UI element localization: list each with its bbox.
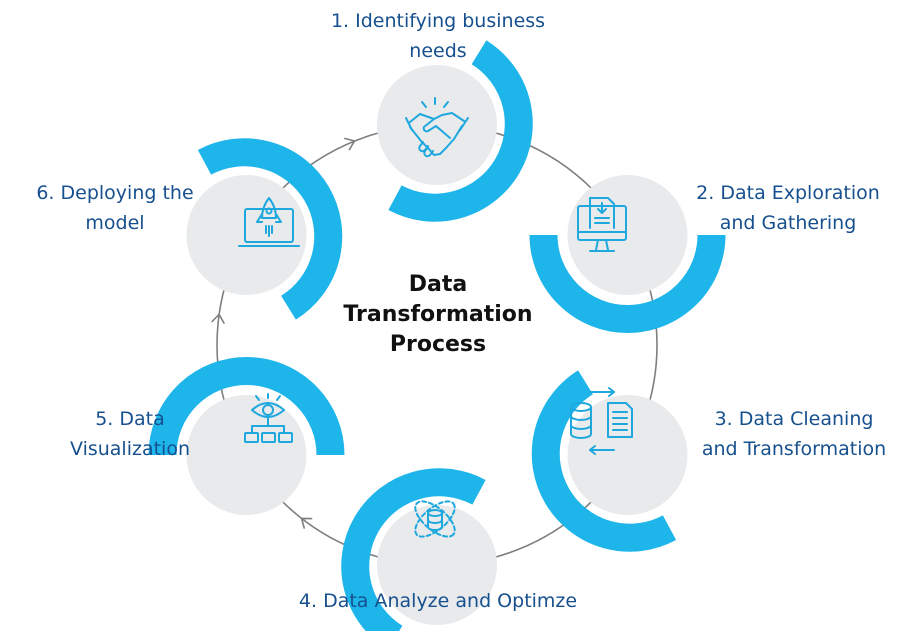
step-node bbox=[186, 175, 307, 295]
laptop-rocket-icon bbox=[238, 197, 300, 247]
diagram-title: Data Transformation Process bbox=[318, 270, 558, 360]
step-label-line: and Transformation bbox=[701, 438, 887, 460]
step-label-line: 5. Data bbox=[95, 408, 165, 430]
accent-band bbox=[388, 40, 533, 222]
title-line: Transformation bbox=[343, 302, 533, 327]
step-label-cleaning: 3. Data Cleaning and Transformation bbox=[674, 404, 914, 464]
step-label-deploying: 6. Deploying the model bbox=[10, 178, 220, 238]
step-label-line: 6. Deploying the bbox=[36, 182, 194, 204]
accent-band bbox=[531, 370, 677, 552]
accent-band bbox=[197, 138, 343, 320]
step-label-line: 2. Data Exploration bbox=[696, 182, 880, 204]
step-node bbox=[377, 505, 497, 625]
step-label-analyze: 4. Data Analyze and Optimze bbox=[258, 586, 618, 616]
accent-band bbox=[529, 234, 726, 333]
accent-band bbox=[341, 468, 486, 631]
step-node bbox=[567, 395, 688, 515]
title-line: Process bbox=[389, 332, 487, 357]
step-label-line: and Gathering bbox=[719, 212, 857, 234]
step-label-line: Visualization bbox=[69, 438, 190, 460]
step-label-line: 3. Data Cleaning bbox=[714, 408, 874, 430]
database-document-exchange-icon bbox=[570, 387, 633, 455]
step-label-visualization: 5. Data Visualization bbox=[30, 404, 230, 464]
step-nodes bbox=[186, 65, 688, 625]
accent-bands bbox=[148, 40, 726, 631]
eye-flowchart-icon bbox=[244, 393, 293, 443]
chevron-arrow-icon bbox=[344, 137, 356, 151]
step-node bbox=[567, 175, 688, 295]
database-orbit-icon bbox=[414, 500, 456, 538]
handshake-icon bbox=[405, 97, 469, 158]
chevron-arrow-icon bbox=[211, 313, 225, 324]
title-line: Data bbox=[408, 272, 468, 297]
step-label-line: 4. Data Analyze and Optimze bbox=[298, 590, 578, 612]
chevron-arrow-icon bbox=[300, 517, 313, 529]
step-label-exploration: 2. Data Exploration and Gathering bbox=[678, 178, 898, 238]
accent-band bbox=[148, 357, 345, 456]
step-label-line: needs bbox=[409, 40, 467, 62]
step-label-line: model bbox=[85, 212, 145, 234]
step-label-line: 1. Identifying business bbox=[330, 10, 546, 32]
step-label-identifying-needs: 1. Identifying business needs bbox=[318, 6, 558, 66]
monitor-document-icon bbox=[577, 197, 627, 252]
step-node bbox=[377, 65, 497, 185]
